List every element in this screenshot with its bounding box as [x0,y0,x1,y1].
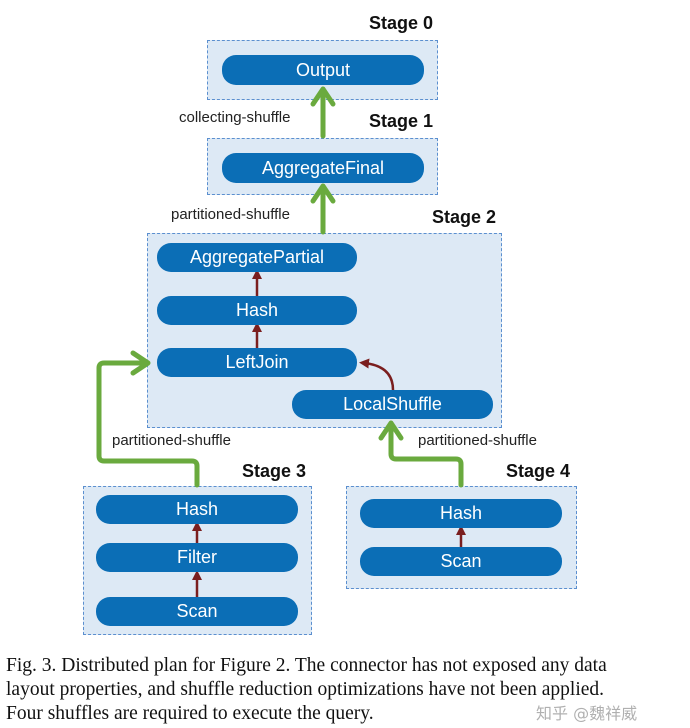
figure-caption: Fig. 3. Distributed plan for Figure 2. T… [6,654,686,726]
node-scan-stage4: Scan [360,547,562,576]
watermark: 知乎 @魏祥威 [536,704,638,723]
node-output: Output [222,55,424,85]
shuffle-arrow-s4-to-s2 [378,420,464,488]
shuffle-arrow-s1-to-s0 [310,86,336,139]
edge-label-partitioned-shuffle-s2: partitioned-shuffle [171,206,290,223]
node-local-shuffle: LocalShuffle [292,390,493,419]
local-arrow-localshuffle-to-leftjoin [359,358,395,391]
edge-label-collecting-shuffle: collecting-shuffle [179,109,291,126]
stage-2-label: Stage 2 [432,207,497,227]
shuffle-arrow-s3-to-s2 [96,350,200,488]
caption-line-1: Fig. 3. Distributed plan for Figure 2. T… [6,655,607,676]
node-filter: Filter [96,543,298,572]
node-hash-stage4: Hash [360,499,562,528]
node-aggregate-final: AggregateFinal [222,153,424,183]
node-hash-stage3: Hash [96,495,298,524]
shuffle-arrow-s2-to-s1 [310,183,336,235]
stage-1-label: Stage 1 [369,111,434,131]
caption-line-3: Four shuffles are required to execute th… [6,703,374,724]
caption-line-2: layout properties, and shuffle reduction… [6,679,605,700]
node-left-join: LeftJoin [157,348,357,377]
edge-label-partitioned-shuffle-s3: partitioned-shuffle [112,432,231,449]
stage-3-label: Stage 3 [242,461,307,481]
node-hash-stage2: Hash [157,296,357,325]
node-aggregate-partial: AggregatePartial [157,243,357,272]
edge-label-partitioned-shuffle-s4: partitioned-shuffle [418,432,537,449]
stage-4-label: Stage 4 [506,461,571,481]
node-scan-stage3: Scan [96,597,298,626]
stage-0-label: Stage 0 [369,13,434,33]
